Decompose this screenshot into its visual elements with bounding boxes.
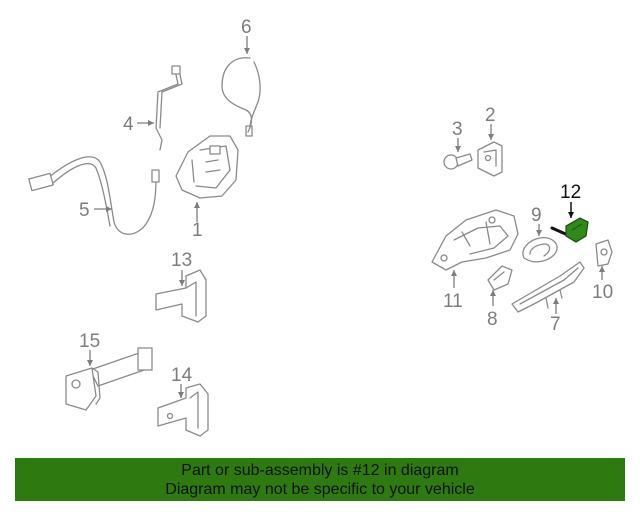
part-3-screw[interactable]: 3 bbox=[443, 119, 473, 170]
callout-3: 3 bbox=[452, 119, 463, 140]
info-banner: Part or sub-assembly is #12 in diagram D… bbox=[15, 458, 625, 501]
callout-8: 8 bbox=[487, 309, 498, 330]
callout-5: 5 bbox=[79, 200, 90, 221]
banner-line-2: Diagram may not be specific to your vehi… bbox=[165, 480, 475, 498]
banner-line-1: Part or sub-assembly is #12 in diagram bbox=[181, 461, 459, 479]
part-12-lock-cylinder[interactable]: 12 bbox=[550, 182, 589, 243]
callout-7: 7 bbox=[550, 314, 561, 335]
part-4-rod[interactable]: 4 bbox=[123, 65, 183, 151]
callout-14: 14 bbox=[171, 365, 193, 386]
parts-diagram: 6 4 5 1 13 15 bbox=[28, 17, 613, 437]
part-14-bracket[interactable]: 14 bbox=[157, 365, 209, 437]
callout-2: 2 bbox=[485, 105, 496, 126]
part-1-latch[interactable]: 1 bbox=[175, 135, 239, 241]
callout-11: 11 bbox=[443, 291, 463, 312]
callout-6: 6 bbox=[241, 17, 252, 38]
callout-4: 4 bbox=[123, 114, 134, 135]
part-2-striker[interactable]: 2 bbox=[477, 105, 503, 177]
callout-13: 13 bbox=[171, 250, 192, 271]
callout-9: 9 bbox=[531, 205, 542, 226]
callout-10: 10 bbox=[592, 282, 613, 303]
part-8-cap[interactable]: 8 bbox=[487, 265, 513, 330]
part-12-highlight bbox=[565, 217, 589, 243]
callout-1: 1 bbox=[192, 220, 203, 241]
part-7-handle[interactable]: 7 bbox=[511, 261, 585, 335]
part-6-cable[interactable]: 6 bbox=[221, 17, 261, 137]
part-15-door-check[interactable]: 15 bbox=[65, 331, 153, 411]
part-13-bracket[interactable]: 13 bbox=[155, 250, 207, 323]
part-5-cable[interactable]: 5 bbox=[28, 156, 160, 235]
part-9-seal[interactable]: 9 bbox=[522, 205, 558, 263]
callout-15: 15 bbox=[79, 331, 100, 352]
part-10-cover[interactable]: 10 bbox=[592, 239, 613, 303]
callout-12: 12 bbox=[560, 182, 581, 203]
part-11-handle-carrier[interactable]: 11 bbox=[431, 209, 519, 312]
